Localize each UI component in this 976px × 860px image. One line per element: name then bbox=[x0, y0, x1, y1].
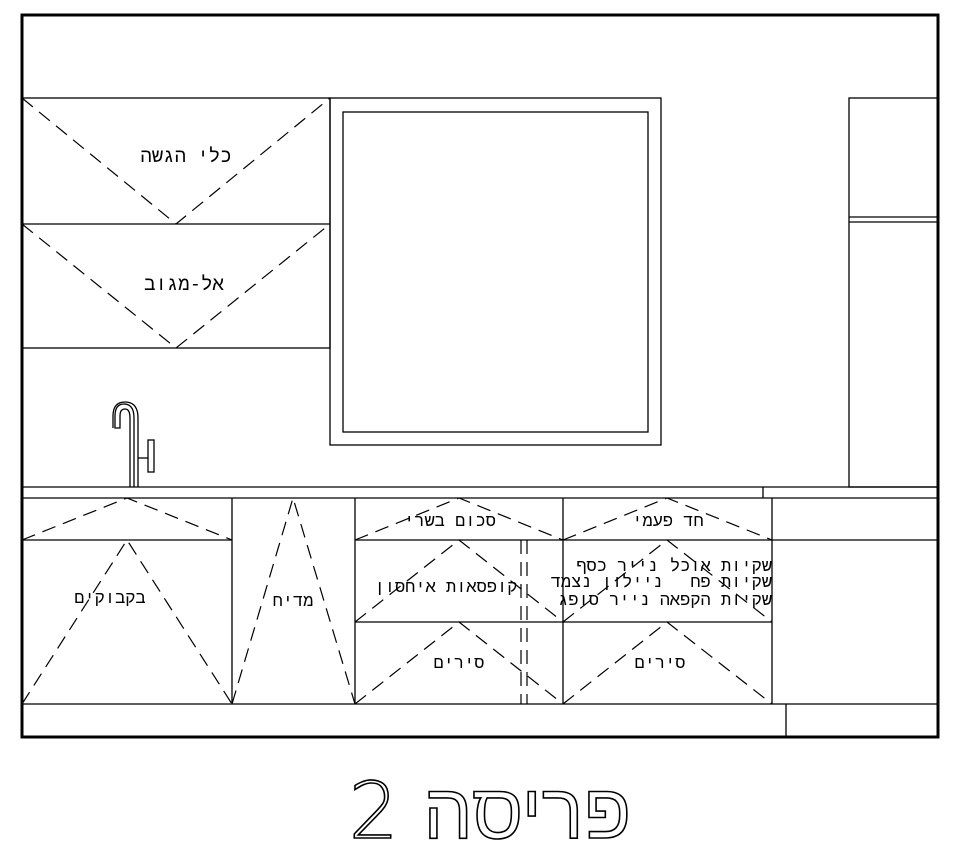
label-pots-left: סירים bbox=[433, 653, 484, 673]
drawing-frame bbox=[20, 13, 940, 739]
list-item: שקיות אוכל bbox=[670, 556, 772, 576]
list-item: ניילון נצמד bbox=[551, 572, 663, 592]
countertop bbox=[22, 486, 938, 499]
list-item: שקיות הקפאה bbox=[660, 590, 772, 610]
label-pots-right: סירים bbox=[634, 653, 685, 673]
tall-cabinet bbox=[848, 97, 939, 488]
list-item: שקיות פח bbox=[690, 572, 772, 592]
drawing-title: פריסה 2 bbox=[349, 767, 631, 857]
list-item: נייר סופג bbox=[558, 590, 650, 610]
lower-cabinets: בקבוקים מדיח סכום בשרי קופסאות איחסון סי… bbox=[21, 495, 938, 737]
label-dishwasher: מדיח bbox=[273, 591, 314, 611]
disposables-list: שקיות אוכל נייר כסף שקיות פח ניילון נצמד… bbox=[551, 556, 772, 610]
label-bottles: בקבוקים bbox=[74, 588, 145, 608]
label-disposable: חד פעמי bbox=[632, 511, 703, 531]
upper-cabinet-label-drainer: אל-מגוב bbox=[144, 273, 224, 295]
upper-cabinets: כלי הגשה אל-מגוב bbox=[21, 97, 331, 349]
window bbox=[329, 97, 662, 446]
label-storage-boxes: קופסאות איחסון bbox=[375, 577, 518, 597]
label-meat-cutlery: סכום בשרי bbox=[404, 511, 496, 531]
faucet-icon bbox=[112, 401, 155, 487]
list-item: נייר כסף bbox=[576, 556, 658, 576]
upper-cabinet-label-serving: כלי הגשה bbox=[140, 145, 231, 167]
